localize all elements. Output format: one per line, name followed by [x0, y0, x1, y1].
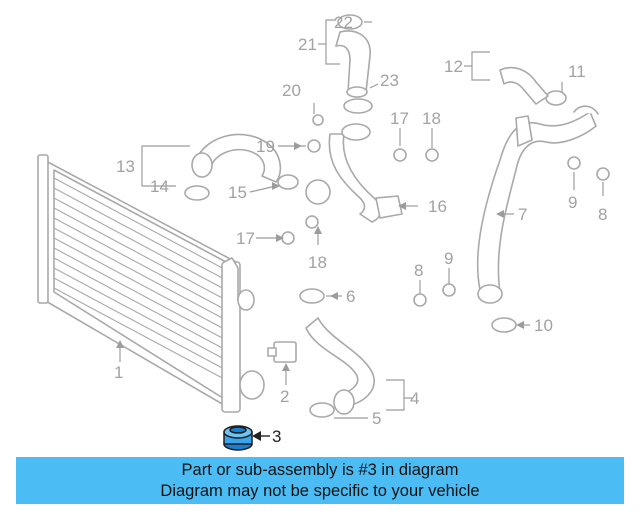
callout-3-arrow-icon: [252, 431, 261, 441]
callout-18-left: 18: [308, 253, 327, 272]
callout-21: 21: [298, 35, 317, 54]
callout-7: 7: [518, 205, 527, 224]
seal-part-3: [223, 425, 253, 451]
callout-14: 14: [150, 177, 169, 196]
callout-23: 23: [380, 71, 399, 90]
banner-line-2: Diagram may not be specific to your vehi…: [160, 481, 480, 500]
callout-5: 5: [372, 409, 381, 428]
callout-17-left: 17: [236, 229, 255, 248]
left-hose: [191, 133, 282, 183]
upper-right-hose: [499, 66, 549, 105]
leader-lines: [119, 19, 604, 437]
callout-18-right: 18: [422, 109, 441, 128]
callout-16: 16: [428, 197, 447, 216]
info-banner: Part or sub-assembly is #3 in diagram Di…: [16, 457, 624, 504]
callout-13: 13: [116, 157, 135, 176]
callout-8-right: 8: [598, 205, 607, 224]
parts-diagram: 1 2 3 4 5 6 7 8 8 9 9 10 11 12 13 14 15 …: [37, 13, 610, 451]
callout-2: 2: [280, 387, 289, 406]
callout-6: 6: [346, 287, 355, 306]
callout-1: 1: [114, 363, 123, 382]
center-charge-pipe: [305, 123, 403, 223]
hose-clamps: [184, 14, 567, 418]
callout-20: 20: [282, 81, 301, 100]
callout-8-left: 8: [414, 261, 423, 280]
callout-12: 12: [444, 57, 463, 76]
fasteners: [281, 114, 610, 307]
center-charge-hose: [335, 30, 371, 98]
callout-19: 19: [256, 137, 275, 156]
callout-11: 11: [568, 62, 586, 81]
intercooler: [37, 154, 265, 413]
callout-22: 22: [334, 13, 353, 32]
banner-line-1: Part or sub-assembly is #3 in diagram: [181, 460, 459, 479]
callout-9-left: 9: [444, 249, 453, 268]
callout-labels: 1 2 3 4 5 6 7 8 8 9 9 10 11 12 13 14 15 …: [114, 13, 607, 446]
pressure-sensor: [267, 341, 297, 363]
callout-9-right: 9: [568, 193, 577, 212]
callout-3: 3: [272, 427, 281, 446]
callout-17-right: 17: [390, 109, 409, 128]
callout-4: 4: [410, 389, 419, 408]
charge-air-pipe: [476, 105, 599, 304]
lower-charge-hose: [305, 317, 375, 415]
callout-15: 15: [228, 183, 247, 202]
callout-10: 10: [534, 316, 553, 335]
arrow-heads: [116, 142, 524, 371]
